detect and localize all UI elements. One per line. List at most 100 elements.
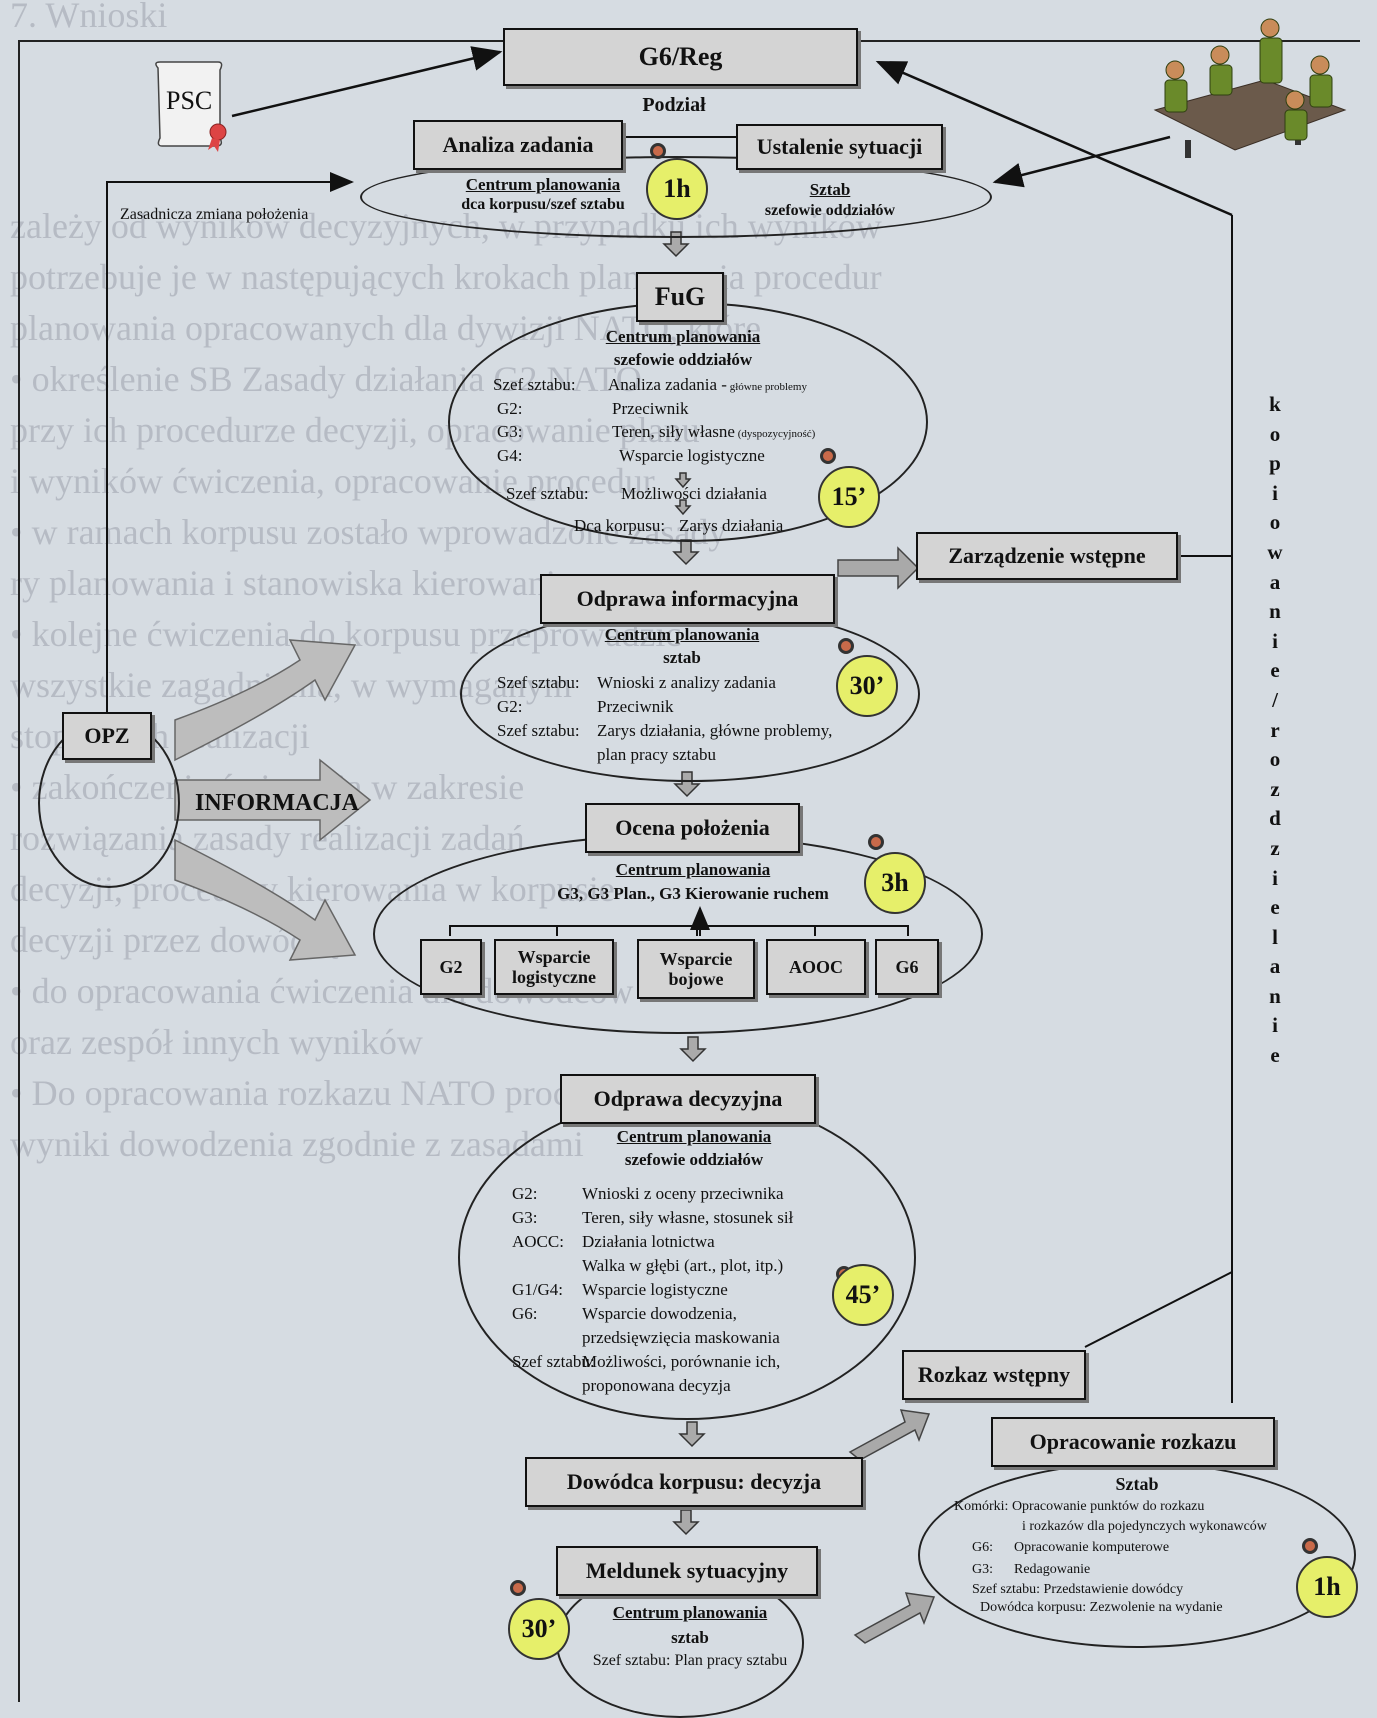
- row-role: G6:: [512, 1304, 538, 1323]
- background-text-line: 7. Wnioski: [10, 0, 168, 35]
- odprawa-dec-box: Odprawa decyzyjna: [560, 1074, 816, 1124]
- psc-arrow: [231, 46, 503, 118]
- text-row: przedsięwzięcia maskowania: [512, 1328, 780, 1348]
- fug-box: FuG: [636, 272, 724, 322]
- fug-row: Szef sztabu: Możliwości działania: [506, 484, 767, 504]
- psc-scroll-icon: PSC: [148, 60, 232, 152]
- text-row: Szef sztabu: Wnioski z analizy zadania: [497, 673, 776, 693]
- odprawa-dec-cp-label: Centrum planowania: [616, 1127, 772, 1146]
- vertical-letter: n: [1269, 599, 1281, 624]
- vertical-letter: z: [1270, 776, 1280, 801]
- block-arrows: [837, 546, 936, 1644]
- vertical-letter: /: [1272, 687, 1278, 712]
- timer-30-meldunek: 30’: [508, 1598, 570, 1660]
- row-text: Zarys działania, główne problemy,: [597, 721, 833, 740]
- fug-row: G3:Teren, siły własne (dyspozycyjność): [497, 422, 815, 442]
- text-row: Szef sztabu:Zarys działania, główne prob…: [497, 721, 832, 741]
- row-role: G3:: [497, 422, 523, 441]
- row-text: Działania lotnictwa: [582, 1232, 715, 1251]
- meeting-arrow: [992, 135, 1171, 188]
- ocena-box: Ocena położenia: [585, 803, 800, 853]
- row-text: przedsięwzięcia maskowania: [582, 1328, 780, 1347]
- timer-knob: [650, 143, 666, 159]
- row-text: Walka w głębi (art., plot, itp.): [582, 1256, 784, 1275]
- opracowanie-row: Dowódca korpusu: Zezwolenie na wydanie: [980, 1600, 1223, 1615]
- row-role: Szef sztabu:: [506, 484, 589, 503]
- rozkaz-line: [1084, 1271, 1233, 1348]
- rozkaz-wstepny-box: Rozkaz wstępny: [902, 1350, 1086, 1400]
- row-text: Przeciwnik: [597, 697, 674, 716]
- vertical-letter: l: [1272, 924, 1278, 949]
- top-cp-sub: dca korpusu/szef sztabu: [461, 196, 625, 213]
- row-text: Możliwości, porównanie ich,: [582, 1352, 781, 1371]
- ocena-cp-sub: G3, G3 Plan., G3 Kierowanie ruchem: [557, 884, 829, 903]
- background-text-line: • Do opracowania rozkazu NATO procedur: [10, 1073, 633, 1113]
- opracowanie-row: G6: Opracowanie komputerowe: [972, 1540, 1170, 1555]
- row-text: Wnioski z analizy zadania: [597, 673, 776, 692]
- text-row: G6: Wsparcie dowodzenia,: [512, 1304, 737, 1324]
- timer-knob: [838, 638, 854, 654]
- ocena-g2-box: G2: [420, 939, 482, 995]
- row-text: Teren, siły własne: [612, 422, 735, 441]
- vertical-letter: k: [1269, 392, 1281, 416]
- opracowanie-sub: Sztab: [1115, 1474, 1159, 1494]
- row-role: G3:: [512, 1208, 538, 1227]
- row-text: Wnioski z oceny przeciwnika: [582, 1184, 784, 1203]
- text-row: proponowana decyzja: [512, 1376, 731, 1396]
- decyzja-box: Dowódca korpusu: decyzja: [525, 1457, 863, 1507]
- row-text: Przeciwnik: [612, 399, 689, 418]
- opracowanie-row: Szef sztabu: Przedstawienie dowódcy: [972, 1582, 1184, 1597]
- ocena-wsparcie-log-box: Wsparcie logistyczne: [494, 939, 614, 995]
- vertical-letter: o: [1269, 747, 1281, 772]
- top-ellipse: [360, 156, 992, 238]
- meldunek-box: Meldunek sytuacyjny: [556, 1546, 818, 1596]
- zarzadzenie-box: Zarządzenie wstępne: [916, 532, 1178, 580]
- vertical-letter: a: [1269, 569, 1281, 594]
- top-sztab-label: Sztab: [809, 180, 851, 199]
- text-row: Walka w głębi (art., plot, itp.): [512, 1256, 783, 1276]
- row-role: G1/G4:: [512, 1280, 563, 1299]
- timer-15-fug: 15’: [818, 466, 880, 528]
- text-row: AOCC: Działania lotnictwa: [512, 1232, 715, 1252]
- background-text-line: oraz zespół innych wyników: [10, 1022, 423, 1062]
- row-role: G4:: [497, 446, 523, 465]
- odprawa-info-cp-sub: sztab: [663, 648, 701, 667]
- vertical-letter: n: [1269, 983, 1281, 1008]
- text-row: G1/G4:Wsparcie logistyczne: [512, 1280, 728, 1300]
- row-text: proponowana decyzja: [582, 1376, 731, 1395]
- row-text: Wsparcie dowodzenia,: [582, 1304, 737, 1323]
- row-role: G2:: [512, 1184, 538, 1203]
- row-text: Wsparcie logistyczne: [619, 446, 765, 465]
- top-sztab-sub: szefowie oddziałów: [764, 202, 896, 219]
- timer-3h-ocena: 3h: [864, 852, 926, 914]
- row-role: G2:: [497, 399, 523, 418]
- timer-knob: [868, 834, 884, 850]
- opz-box: OPZ: [62, 712, 152, 760]
- vertical-letter: e: [1270, 895, 1280, 920]
- podzial-label: Podział: [642, 94, 706, 116]
- background-text-line: ry planowania i stanowiska kierowania: [10, 563, 572, 603]
- vertical-letter: e: [1270, 1043, 1280, 1068]
- row-role: AOCC:: [512, 1232, 564, 1251]
- informacja-arrows: [174, 639, 372, 961]
- vertical-letter: i: [1272, 628, 1278, 653]
- timer-1h-opracowanie: 1h: [1296, 1556, 1358, 1618]
- vertical-letter: o: [1269, 510, 1281, 535]
- odprawa-info-cp-label: Centrum planowania: [604, 625, 760, 644]
- row-note: główne problemy: [726, 381, 807, 393]
- informacja-label: INFORMACJA: [195, 790, 359, 816]
- row-text: Możliwości działania: [621, 484, 767, 503]
- fug-row: G2: Przeciwnik: [497, 399, 688, 419]
- opracowanie-row: G3: Redagowanie: [972, 1562, 1091, 1577]
- vertical-letter: o: [1269, 421, 1281, 446]
- vertical-letter: d: [1269, 806, 1281, 831]
- vertical-letter: r: [1270, 717, 1280, 742]
- row-text: Zarys działania: [679, 516, 784, 535]
- row-role: Szef sztabu:: [497, 673, 580, 692]
- opracowanie-box: Opracowanie rozkazu: [991, 1417, 1275, 1467]
- row-text: Teren, siły własne, stosunek sił: [582, 1208, 794, 1227]
- row-role: G2:: [497, 697, 523, 716]
